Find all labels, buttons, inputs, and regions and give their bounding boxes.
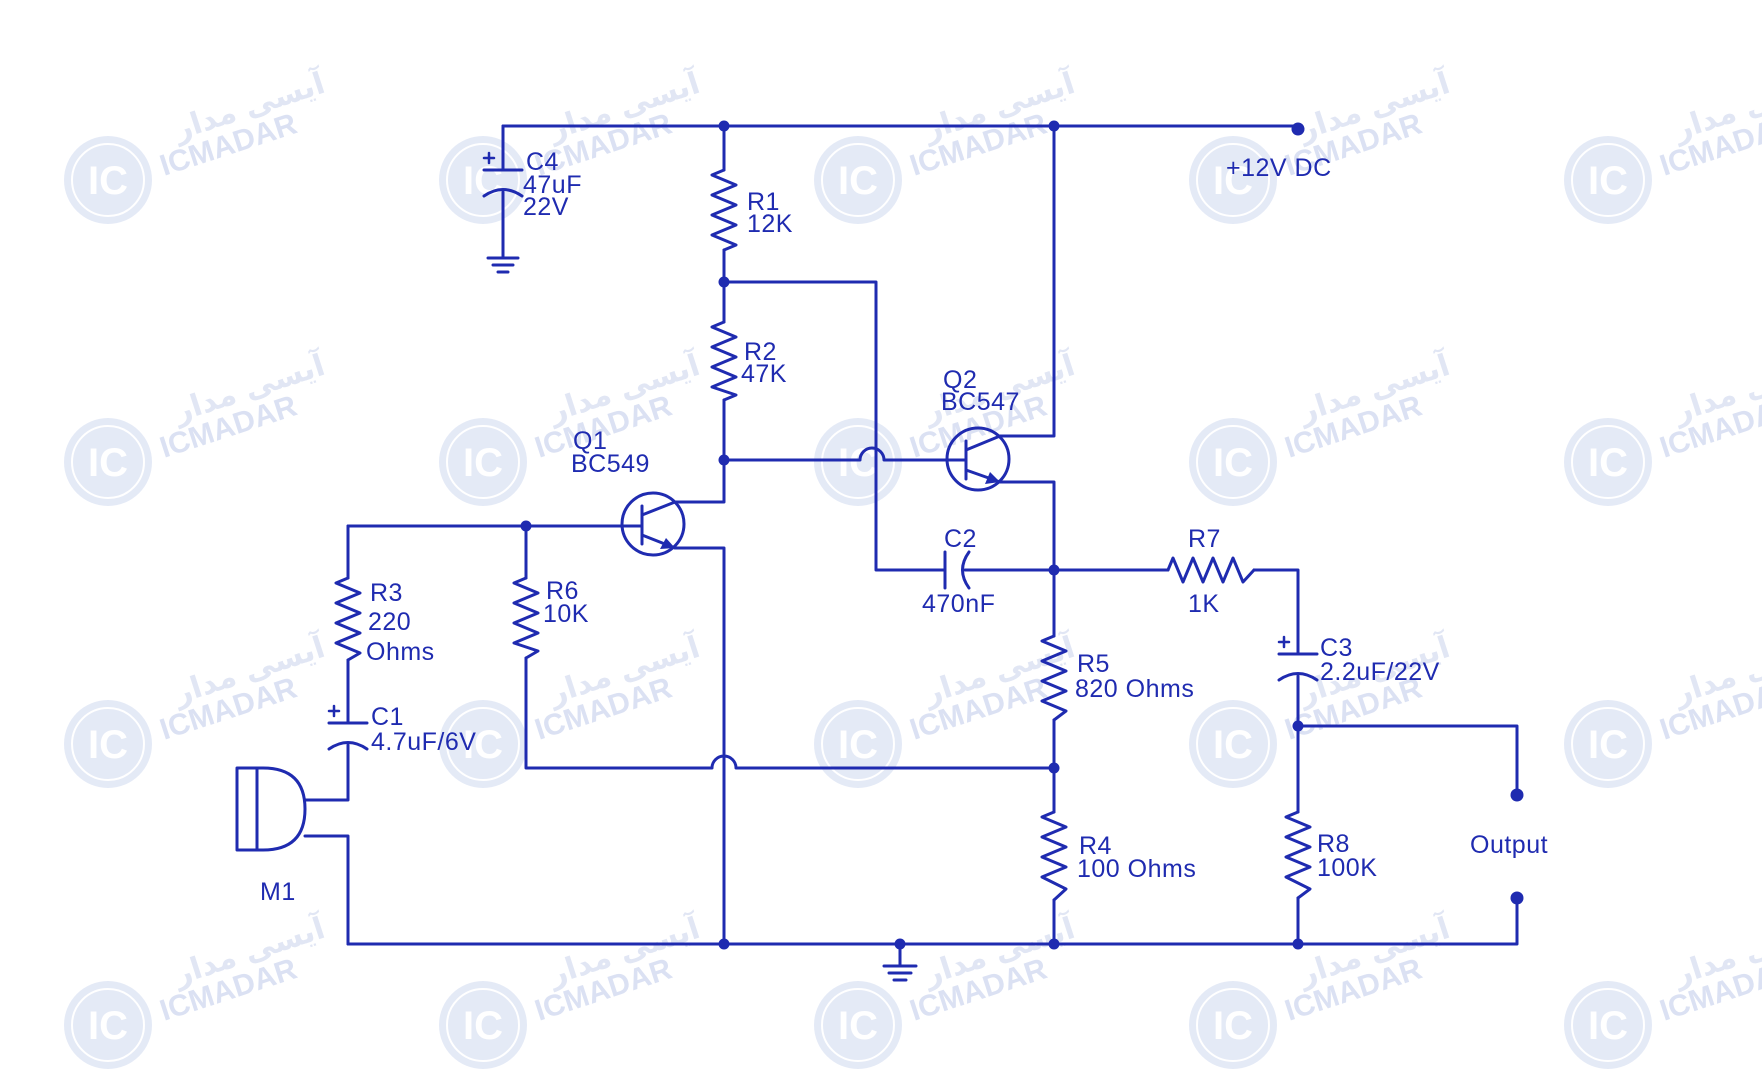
- resistor-r2: [710, 320, 738, 402]
- svg-text:IC: IC: [1588, 1004, 1628, 1048]
- m1-ref: M1: [260, 878, 296, 906]
- transistor-q2: [945, 426, 1011, 492]
- r4-ref: R4: [1079, 832, 1112, 860]
- r7-ref: R7: [1188, 525, 1221, 553]
- svg-text:IC: IC: [463, 723, 503, 767]
- svg-text:IC: IC: [88, 1004, 128, 1048]
- r4-value: 100 Ohms: [1077, 855, 1196, 883]
- svg-text:IC: IC: [88, 159, 128, 203]
- r6-ref: R6: [546, 577, 579, 605]
- svg-text:IC: IC: [88, 441, 128, 485]
- c4-value: 47uF: [523, 171, 582, 199]
- svg-text:IC: IC: [463, 441, 503, 485]
- c4-ref: C4: [526, 148, 559, 176]
- r6-value: 10K: [543, 600, 589, 628]
- svg-text:IC: IC: [88, 723, 128, 767]
- q2-type: BC547: [941, 388, 1020, 416]
- r8-value: 100K: [1317, 854, 1377, 882]
- svg-text:IC: IC: [1588, 723, 1628, 767]
- q2-ref: Q2: [943, 366, 977, 394]
- r7-value: 1K: [1188, 590, 1220, 618]
- ground-symbol-c4: [486, 256, 520, 274]
- c1-value: 4.7uF/6V: [371, 728, 476, 756]
- r2-ref: R2: [744, 338, 777, 366]
- capacitor-c3: [1277, 635, 1319, 682]
- output-label: Output: [1470, 831, 1548, 859]
- wires: [303, 124, 1519, 968]
- r2-value: 47K: [741, 360, 787, 388]
- junctions: [520, 120, 1524, 950]
- resistor-r1: [710, 168, 738, 252]
- capacitor-c1: [327, 704, 369, 751]
- ground-symbol-main: [882, 964, 918, 982]
- c1-ref: C1: [371, 703, 404, 731]
- svg-text:IC: IC: [1213, 441, 1253, 485]
- r5-ref: R5: [1077, 650, 1110, 678]
- labels: +12V DC Output C4 47uF 22V R1 12K R2 47K…: [260, 148, 1548, 906]
- svg-text:IC: IC: [838, 1004, 878, 1048]
- svg-text:IC: IC: [1588, 159, 1628, 203]
- r1-value: 12K: [747, 210, 793, 238]
- microphone-m1: [235, 766, 307, 852]
- r1-ref: R1: [747, 188, 780, 216]
- c3-value: 2.2uF/22V: [1320, 658, 1440, 686]
- r3-ref: R3: [370, 579, 403, 607]
- supply-label: +12V DC: [1226, 154, 1332, 182]
- svg-text:IC: IC: [838, 723, 878, 767]
- capacitor-c4: [482, 151, 524, 198]
- c4-voltage: 22V: [523, 193, 569, 221]
- resistor-r4: [1040, 810, 1068, 902]
- svg-text:IC: IC: [1213, 159, 1253, 203]
- r5-value: 820 Ohms: [1075, 675, 1194, 703]
- r3-value: 220: [368, 608, 411, 636]
- resistor-r7: [1166, 556, 1256, 584]
- q1-ref: Q1: [573, 427, 607, 455]
- resistor-r8: [1284, 810, 1312, 900]
- resistor-r5: [1040, 634, 1068, 722]
- resistor-r6: [512, 576, 540, 660]
- svg-text:IC: IC: [1588, 441, 1628, 485]
- svg-text:IC: IC: [1213, 723, 1253, 767]
- svg-text:IC: IC: [1213, 1004, 1253, 1048]
- c3-ref: C3: [1320, 634, 1353, 662]
- transistor-q1: [620, 491, 686, 557]
- capacitor-c2: [943, 550, 971, 590]
- r3-unit: Ohms: [366, 638, 435, 666]
- svg-text:IC: IC: [838, 159, 878, 203]
- r8-ref: R8: [1317, 830, 1350, 858]
- c2-ref: C2: [944, 525, 977, 553]
- q1-type: BC549: [571, 450, 650, 478]
- resistor-r3: [334, 576, 362, 662]
- svg-text:IC: IC: [463, 1004, 503, 1048]
- c2-value: 470nF: [922, 590, 995, 618]
